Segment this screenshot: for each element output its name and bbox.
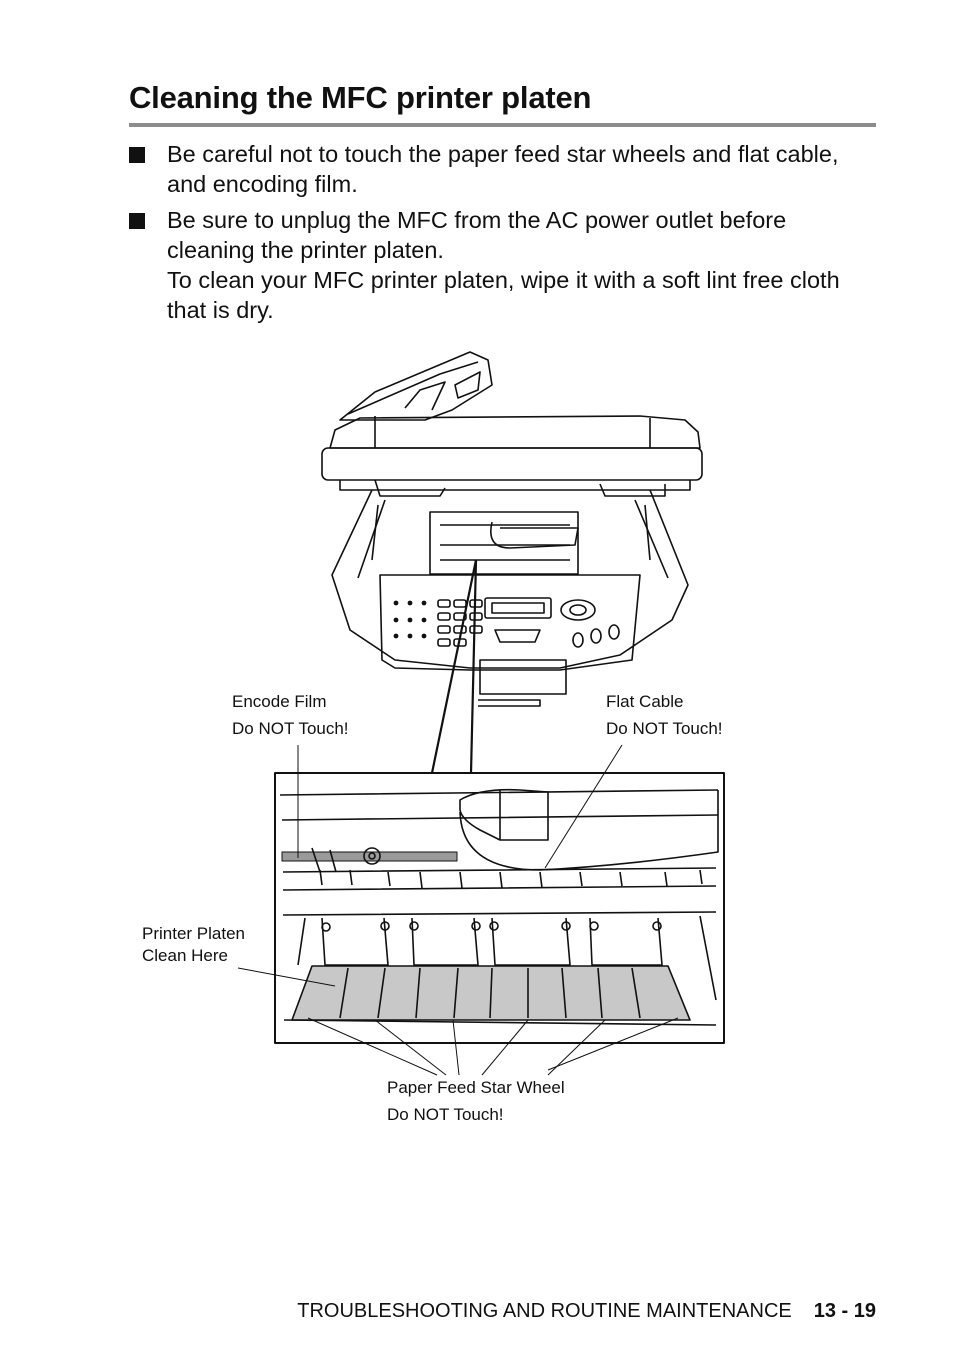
keypad-buttons-drawing [437,599,620,648]
bullet-line: Be sure to unplug the MFC from the AC po… [167,207,787,233]
bullet-line: To clean your MFC printer platen, wipe i… [167,267,840,293]
flat-cable-leader [544,744,623,869]
callout-line: Do NOT Touch! [232,719,349,738]
page-number: 13 - 19 [813,1300,876,1322]
zoom-line-right [469,559,478,774]
bullet-line: Be careful not to touch the paper feed s… [167,141,839,167]
bullet-text: Be sure to unplug the MFC from the AC po… [167,205,887,325]
keypad-drawing [393,600,427,639]
flat-cable-drawing [459,788,549,841]
square-bullet-icon [129,147,145,163]
star-wheel-leader-3 [452,1019,460,1076]
platen-leader [237,967,336,987]
page-footer: TROUBLESHOOTING AND ROUTINE MAINTENANCE 1… [297,1300,876,1323]
platen-base-drawing [283,1019,717,1026]
encode-film-callout: Encode Film Do NOT Touch! [232,691,349,740]
square-bullet-icon [129,213,145,229]
callout-line: Paper Feed Star Wheel [387,1078,565,1097]
platen-ribs-drawing [339,967,641,1019]
callout-line: Do NOT Touch! [606,719,723,738]
callout-line: Flat Cable [606,692,684,711]
bullet-line: and encoding film. [167,171,358,197]
detail-interior-drawing [279,789,719,1001]
star-wheel-leader-1 [307,1017,438,1076]
callout-line: Encode Film [232,692,327,711]
title-underline [129,123,876,127]
callout-line: Do NOT Touch! [387,1105,504,1124]
bullet-line: that is dry. [167,297,274,323]
page-title: Cleaning the MFC printer platen [129,80,592,115]
callout-line: Clean Here [142,946,228,965]
document-feeder-drawing [321,351,703,497]
star-wheel-callout: Paper Feed Star Wheel Do NOT Touch! [387,1077,565,1126]
detail-frame [274,772,725,1044]
callout-leaders [237,744,679,1076]
printer-platen-callout: Printer Platen Clean Here [142,923,245,967]
footer-section-title: TROUBLESHOOTING AND ROUTINE MAINTENANCE [297,1300,792,1322]
bullet-line: cleaning the printer platen. [167,237,444,263]
flat-cable-curve-drawing [459,790,719,871]
printer-body-drawing [331,489,689,707]
star-wheel-leader-2 [374,1019,447,1076]
zoom-line-left [430,559,478,774]
flat-cable-callout: Flat Cable Do NOT Touch! [606,691,723,740]
callout-line: Printer Platen [142,924,245,943]
bullet-text: Be careful not to touch the paper feed s… [167,139,887,199]
star-wheel-leader-4 [481,1019,529,1076]
star-wheel-leader-6 [547,1017,679,1071]
